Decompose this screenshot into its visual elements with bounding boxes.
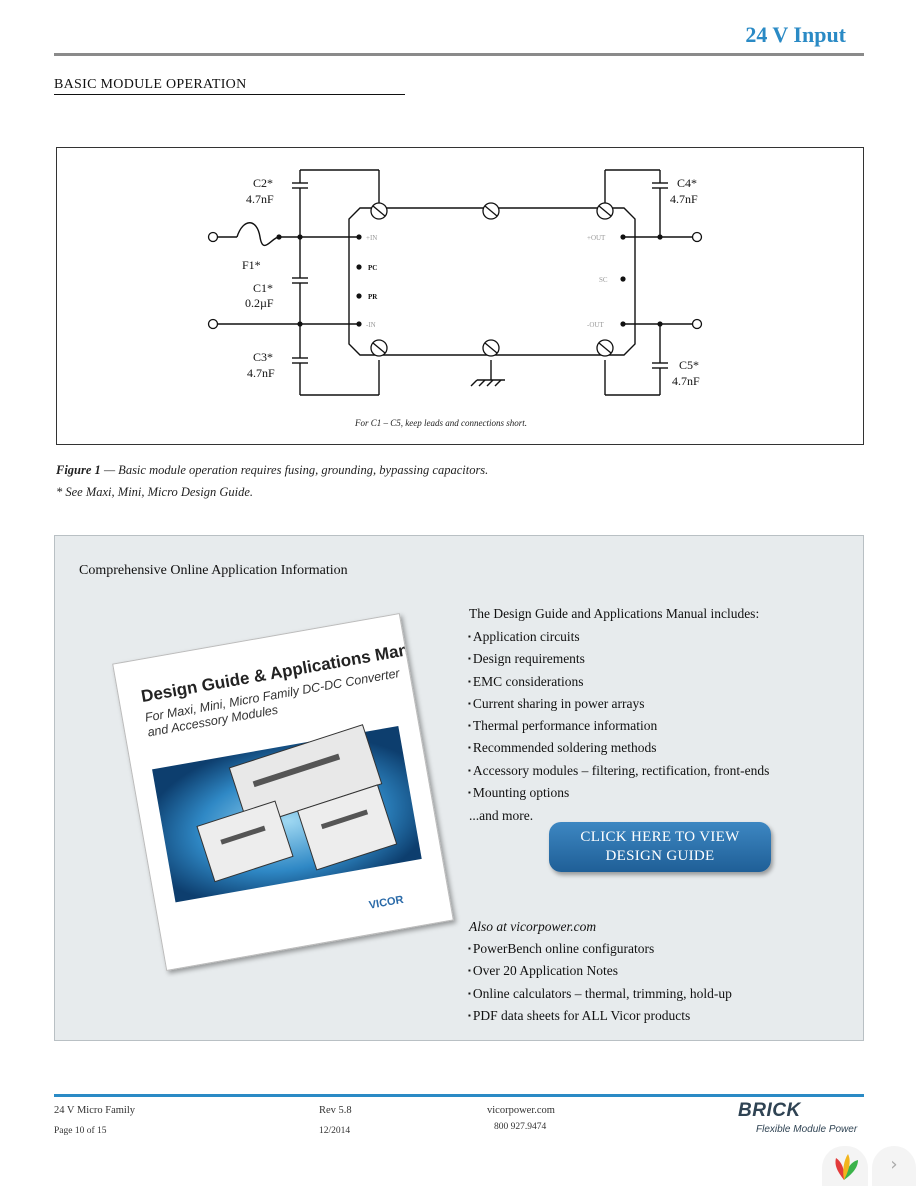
list-item: Mounting options bbox=[468, 782, 769, 804]
also-at-website: Also at vicorpower.com bbox=[469, 919, 597, 934]
list-item: Over 20 Application Notes bbox=[468, 960, 732, 982]
application-info-panel: Comprehensive Online Application Informa… bbox=[54, 535, 864, 1041]
circuit-diagram: C2* 4.7nF F1* C1* 0.2µF C3* 4.7nF C4* 4.… bbox=[56, 147, 864, 445]
next-page-chevron-icon[interactable]: › bbox=[872, 1146, 916, 1186]
c5-label: C5* bbox=[679, 358, 699, 372]
viewer-app-icon[interactable] bbox=[822, 1146, 868, 1186]
figure-caption: Figure 1 — Basic module operation requir… bbox=[56, 463, 488, 478]
footer-divider bbox=[54, 1094, 864, 1097]
leaf-icon bbox=[835, 1154, 858, 1180]
c1-label: C1* bbox=[253, 281, 273, 295]
footer-page-number: Page 10 of 15 bbox=[54, 1126, 107, 1136]
output-terminal-negative bbox=[691, 318, 703, 330]
pin-vout-pos-label: +OUT bbox=[587, 234, 606, 242]
online-resources-list: PowerBench online configurators Over 20 … bbox=[468, 938, 732, 1027]
figure-caption-text: — Basic module operation requires fusing… bbox=[100, 463, 489, 477]
circuit-schematic-svg: C2* 4.7nF F1* C1* 0.2µF C3* 4.7nF C4* 4.… bbox=[207, 169, 703, 428]
view-design-guide-button[interactable]: CLICK HERE TO VIEW DESIGN GUIDE bbox=[549, 822, 771, 872]
c2-value: 4.7nF bbox=[246, 192, 274, 206]
cover-logo: VICOR bbox=[368, 894, 404, 912]
design-guide-cover-image[interactable]: Design Guide & Applications Manual For M… bbox=[112, 613, 454, 971]
view-button-line1: CLICK HERE TO VIEW bbox=[580, 829, 740, 845]
page-header-title: 24 V Input bbox=[745, 22, 846, 47]
c2-label: C2* bbox=[253, 176, 273, 190]
c5-value: 4.7nF bbox=[672, 374, 700, 388]
brand-tagline: Flexible Module Power bbox=[756, 1124, 858, 1135]
pin-pc-label: PC bbox=[368, 264, 377, 272]
figure-footnote: * See Maxi, Mini, Micro Design Guide. bbox=[56, 485, 254, 499]
list-item: Current sharing in power arrays bbox=[468, 693, 769, 715]
list-item: Online calculators – thermal, trimming, … bbox=[468, 983, 732, 1005]
c3-value: 4.7nF bbox=[247, 366, 275, 380]
header-divider bbox=[54, 53, 864, 56]
list-item: PDF data sheets for ALL Vicor products bbox=[468, 1005, 732, 1027]
section-heading: Basic Module Operation bbox=[54, 77, 405, 95]
c4-value: 4.7nF bbox=[670, 192, 698, 206]
list-item: Recommended soldering methods bbox=[468, 737, 769, 759]
list-item: Thermal performance information bbox=[468, 715, 769, 737]
input-terminal-negative bbox=[207, 318, 219, 330]
list-item: Accessory modules – filtering, rectifica… bbox=[468, 760, 770, 782]
and-more-text: ...and more. bbox=[469, 808, 534, 823]
c3-label: C3* bbox=[253, 350, 273, 364]
panel-title: Comprehensive Online Application Informa… bbox=[79, 563, 348, 578]
list-item: Design requirements bbox=[468, 648, 769, 670]
pin-sc-label: SC bbox=[599, 276, 608, 284]
footer-product-name: 24 V Micro Family bbox=[54, 1105, 135, 1116]
pin-vin-neg-label: -IN bbox=[366, 321, 376, 329]
output-terminal-positive bbox=[691, 231, 703, 243]
pin-vout-neg-label: -OUT bbox=[587, 321, 604, 329]
input-terminal-positive bbox=[207, 231, 219, 243]
list-item: Application circuits bbox=[468, 626, 769, 648]
list-item: PowerBench online configurators bbox=[468, 938, 732, 960]
c1-value: 0.2µF bbox=[245, 296, 274, 310]
c4-label: C4* bbox=[677, 176, 697, 190]
f1-label: F1* bbox=[242, 258, 261, 272]
footer-website-link[interactable]: vicorpower.com bbox=[487, 1105, 555, 1116]
footer-phone: 800 927.9474 bbox=[494, 1122, 547, 1132]
pin-vin-pos-label: +IN bbox=[366, 234, 377, 242]
view-button-line2: DESIGN GUIDE bbox=[605, 848, 715, 864]
design-guide-intro: The Design Guide and Applications Manual… bbox=[469, 606, 760, 621]
footer-date: 12/2014 bbox=[319, 1126, 351, 1136]
figure-caption-label: Figure 1 bbox=[56, 463, 101, 477]
pin-pr-label: PR bbox=[368, 293, 378, 301]
footer-revision: Rev 5.8 bbox=[319, 1105, 352, 1116]
brick-logo: BRICK bbox=[738, 1100, 801, 1121]
design-guide-contents-list: Application circuits Design requirements… bbox=[468, 626, 770, 804]
list-item: EMC considerations bbox=[468, 671, 769, 693]
figure-note: For C1 – C5, keep leads and connections … bbox=[354, 418, 527, 428]
module-body bbox=[348, 207, 636, 356]
